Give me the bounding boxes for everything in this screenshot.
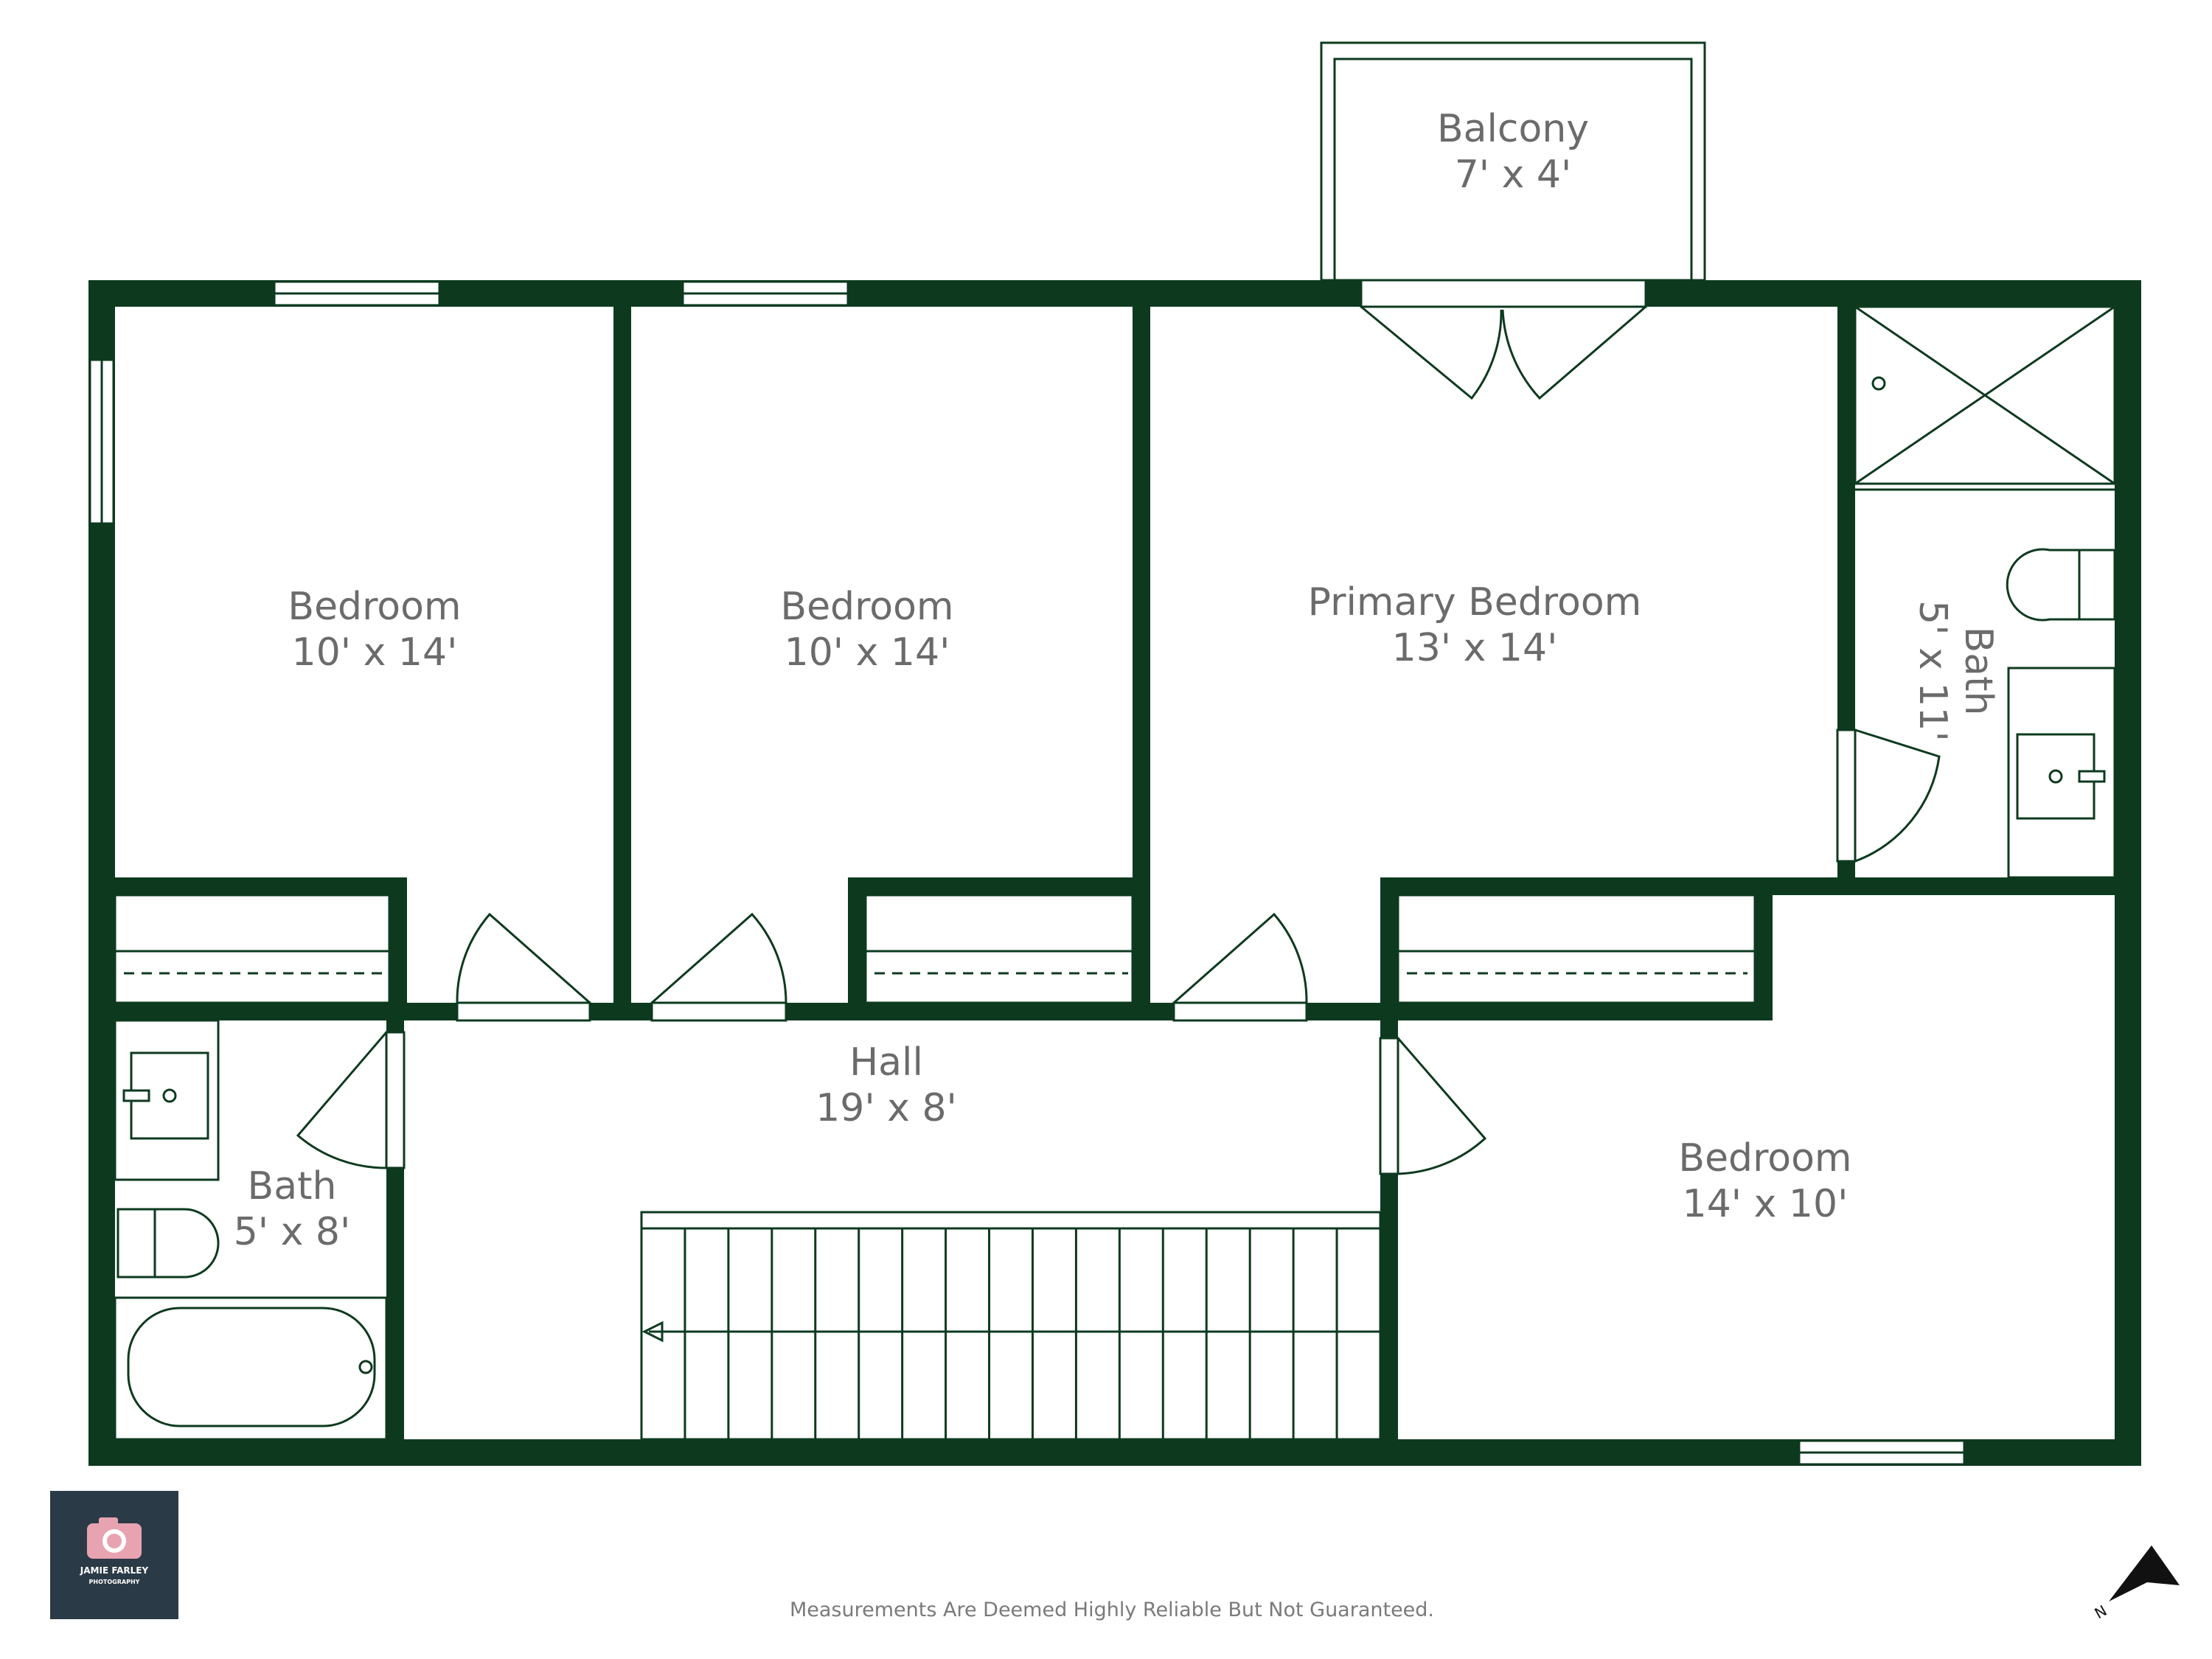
primary-bath-dims: 5' x 11' xyxy=(1910,600,1955,742)
logo-subtitle: PHOTOGRAPHY xyxy=(89,1579,140,1585)
openings xyxy=(88,279,1966,1466)
logo-name: JAMIE FARLEY xyxy=(80,1565,149,1576)
bedroom-3-name: Bedroom xyxy=(1678,1136,1851,1180)
balcony-dims: 7' x 4' xyxy=(1455,153,1572,197)
room-labels: Balcony 7' x 4' Bedroom 10' x 14' Bedroo… xyxy=(234,107,2000,1254)
closets xyxy=(114,886,1756,1004)
north-compass-icon: N xyxy=(2092,1545,2180,1622)
photographer-logo: JAMIE FARLEY PHOTOGRAPHY xyxy=(50,1491,178,1619)
hall-dims: 19' x 8' xyxy=(815,1086,957,1130)
bedroom-1-dims: 10' x 14' xyxy=(292,630,458,675)
primary-bedroom-dims: 13' x 14' xyxy=(1392,626,1558,670)
disclaimer-text: Measurements Are Deemed Highly Reliable … xyxy=(790,1599,1434,1621)
bedroom-3-dims: 14' x 10' xyxy=(1683,1182,1848,1226)
bath-dims: 5' x 8' xyxy=(234,1210,351,1254)
primary-bedroom-name: Primary Bedroom xyxy=(1308,580,1642,625)
hall-name: Hall xyxy=(849,1040,923,1085)
primary-bath-name: Bath xyxy=(1956,627,2000,716)
bath-fixtures xyxy=(114,1019,388,1441)
primary-bath-fixtures xyxy=(1854,305,2116,879)
staircase xyxy=(640,1211,1382,1441)
bedroom-2-dims: 10' x 14' xyxy=(785,630,950,675)
bath-name: Bath xyxy=(248,1164,337,1208)
door-swings xyxy=(296,305,1941,1175)
balcony-name: Balcony xyxy=(1437,107,1589,151)
bedroom-1-name: Bedroom xyxy=(288,585,461,629)
exterior-walls xyxy=(88,280,2141,1466)
compass-letter: N xyxy=(2092,1601,2110,1622)
bedroom-2-name: Bedroom xyxy=(780,585,953,629)
